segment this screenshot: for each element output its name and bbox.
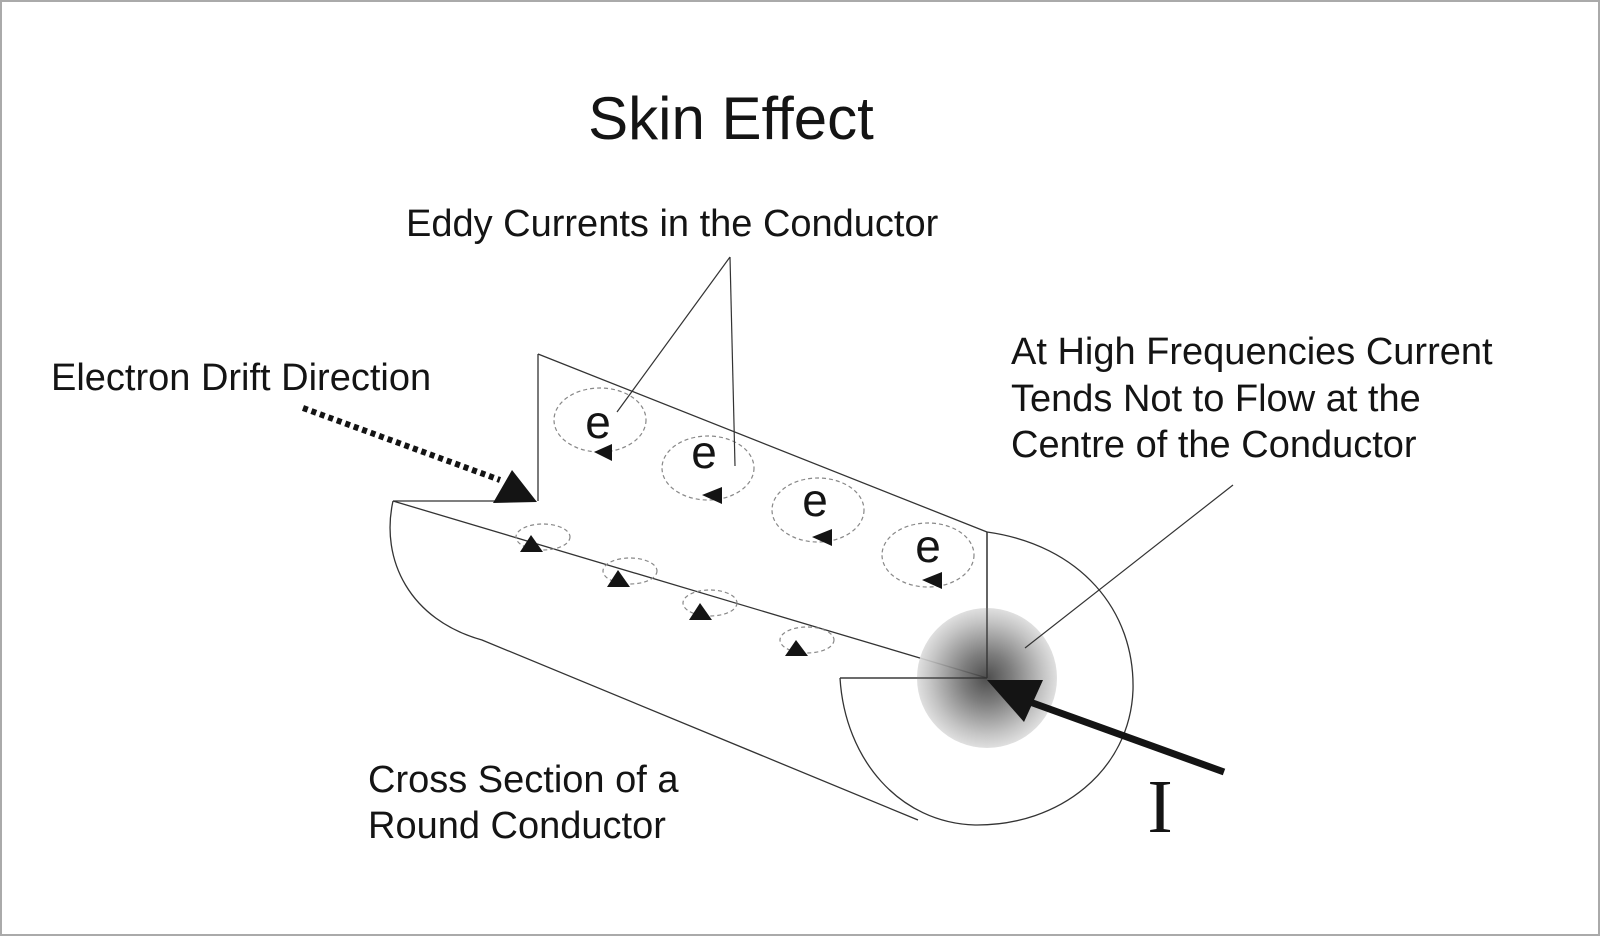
electron-drift-arrowhead — [493, 470, 537, 503]
high-frequency-note-line2: Tends Not to Flow at the — [1011, 378, 1421, 420]
electron-label: e — [802, 474, 828, 526]
eddy-arrowhead — [922, 572, 942, 589]
conductor-bottom-edge — [389, 500, 919, 821]
eddy-leader-line — [616, 256, 731, 413]
eddy-loop — [553, 387, 647, 453]
cross-section-circle — [839, 531, 1134, 826]
vertical-face-top-edge — [537, 353, 988, 533]
eddy-arrowhead — [785, 640, 808, 656]
cut-face-front-edge — [392, 500, 988, 679]
eddy-loop — [661, 435, 755, 501]
electron-label: e — [585, 396, 611, 448]
eddy-arrowhead — [594, 444, 612, 461]
eddy-loop — [515, 523, 571, 551]
eddy-loops-horizontal-face — [515, 523, 835, 656]
eddy-arrowhead — [520, 535, 543, 552]
high-frequency-note-line3: Centre of the Conductor — [1011, 424, 1417, 466]
cross-section-label-line1: Cross Section of a — [368, 759, 679, 801]
electron-label: e — [691, 426, 717, 478]
eddy-arrowhead — [702, 487, 722, 504]
eddy-arrowhead — [812, 529, 832, 546]
eddy-loop — [602, 557, 658, 585]
eddy-loop — [779, 626, 835, 654]
current-arrow-shaft — [1028, 698, 1226, 776]
eddy-currents-label: Eddy Currents in the Conductor — [406, 203, 939, 245]
eddy-leader-line — [729, 256, 736, 467]
electron-drift-label: Electron Drift Direction — [51, 357, 431, 399]
diagram-title: Skin Effect — [588, 85, 874, 152]
current-symbol: I — [1147, 765, 1172, 849]
cross-section-label-line2: Round Conductor — [368, 805, 666, 847]
current-arrowhead — [987, 680, 1043, 722]
round-conductor — [389, 353, 1134, 826]
electron-drift-dotted-arrow — [301, 405, 502, 483]
eddy-arrowhead — [607, 570, 630, 587]
eddy-loop — [682, 589, 738, 617]
high-frequency-note-line1: At High Frequencies Current — [1011, 331, 1493, 373]
electron-label: e — [915, 520, 941, 572]
eddy-loop — [881, 522, 975, 588]
high-frequency-leader-line — [1024, 484, 1234, 649]
eddy-loop — [771, 477, 865, 543]
eddy-loops-vertical-face: e e e e — [553, 387, 975, 589]
eddy-arrowhead — [689, 603, 712, 620]
